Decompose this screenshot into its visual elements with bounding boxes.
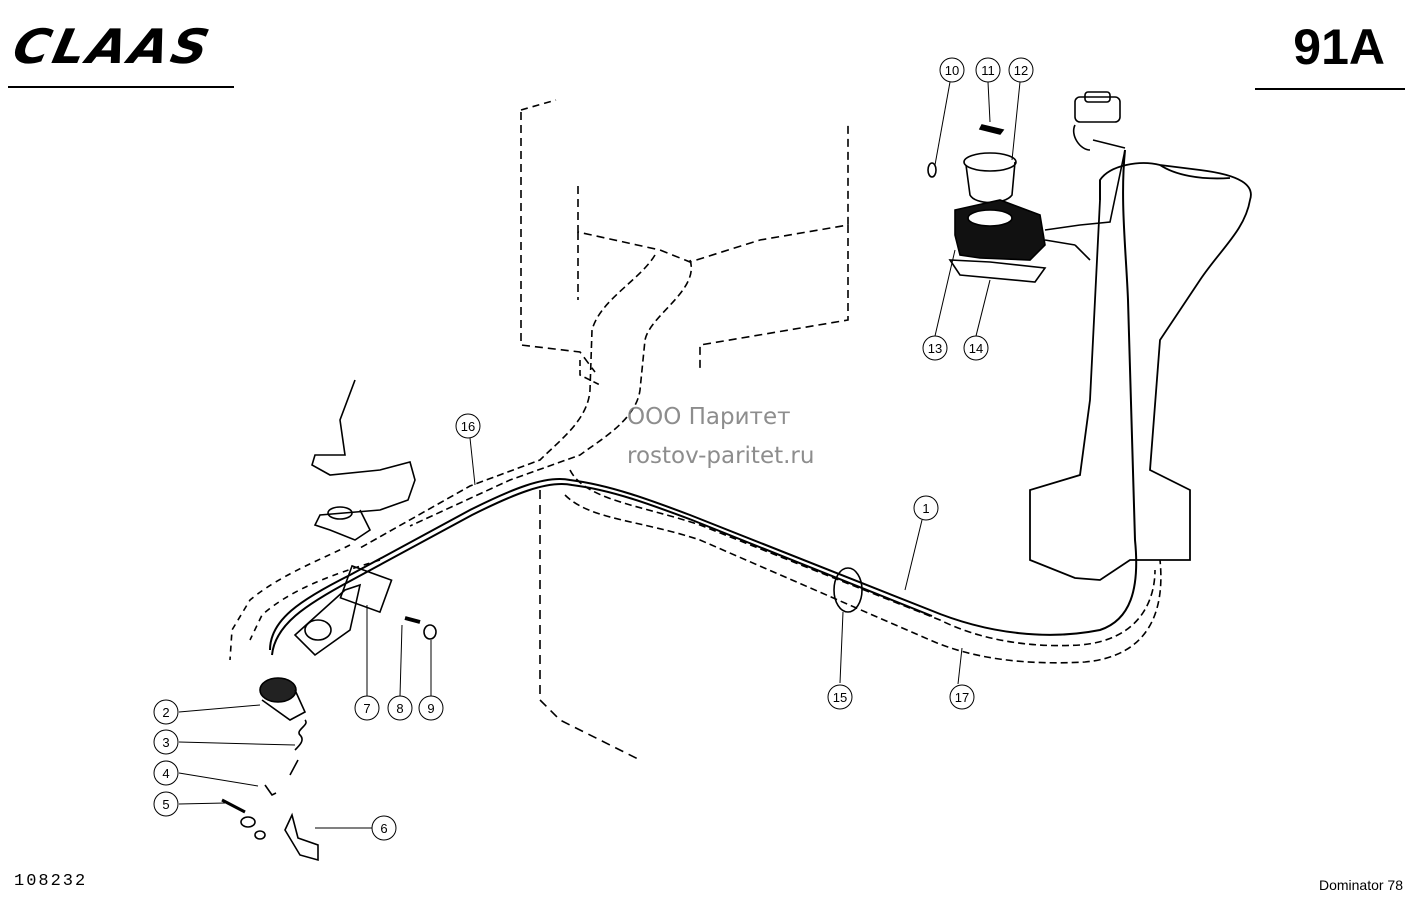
svg-text:9: 9 bbox=[427, 701, 434, 716]
svg-text:11: 11 bbox=[981, 63, 995, 78]
callout-5: 5 bbox=[153, 791, 179, 817]
callout-4: 4 bbox=[153, 760, 179, 786]
callout-7: 7 bbox=[354, 695, 380, 721]
callout-11: 11 bbox=[975, 57, 1001, 83]
callout-1: 1 bbox=[913, 495, 939, 521]
callout-16: 16 bbox=[455, 413, 481, 439]
sender-cable bbox=[269, 149, 1138, 656]
svg-text:17: 17 bbox=[955, 690, 969, 705]
svg-text:14: 14 bbox=[969, 341, 983, 356]
drawing-number: 108232 bbox=[14, 872, 88, 891]
right-frame-outline bbox=[1029, 162, 1252, 581]
svg-text:6: 6 bbox=[380, 821, 387, 836]
svg-text:7: 7 bbox=[363, 701, 370, 716]
svg-text:4: 4 bbox=[162, 766, 169, 781]
fuel-gauge-assembly bbox=[927, 91, 1126, 283]
callout-10: 10 bbox=[939, 57, 965, 83]
svg-text:2: 2 bbox=[162, 705, 169, 720]
svg-text:15: 15 bbox=[833, 690, 847, 705]
callout-15: 15 bbox=[827, 684, 853, 710]
callout-8: 8 bbox=[387, 695, 413, 721]
callout-13: 13 bbox=[922, 335, 948, 361]
callout-2: 2 bbox=[153, 699, 179, 725]
callout-12: 12 bbox=[1008, 57, 1034, 83]
page-code-underline bbox=[1255, 88, 1405, 90]
callout-3: 3 bbox=[153, 729, 179, 755]
watermark-url: rostov-paritet.ru bbox=[627, 443, 815, 469]
svg-text:8: 8 bbox=[396, 701, 403, 716]
sender-unit-parts bbox=[221, 567, 863, 862]
svg-text:1: 1 bbox=[922, 501, 929, 516]
watermark-company: ООО Паритет bbox=[627, 404, 791, 430]
callout-17: 17 bbox=[949, 684, 975, 710]
svg-text:13: 13 bbox=[928, 341, 942, 356]
watermark: ООО Паритет rostov-paritet.ru bbox=[627, 398, 814, 476]
page-code: 91A bbox=[1293, 19, 1385, 75]
svg-text:10: 10 bbox=[945, 63, 959, 78]
mounting-bracket-outline bbox=[293, 379, 416, 657]
callout-9: 9 bbox=[418, 695, 444, 721]
svg-text:3: 3 bbox=[162, 735, 169, 750]
logo-underline bbox=[8, 86, 234, 88]
callout-14: 14 bbox=[963, 335, 989, 361]
svg-text:16: 16 bbox=[461, 419, 475, 434]
svg-text:12: 12 bbox=[1014, 63, 1028, 78]
callout-labels: 1 2 3 4 5 6 7 8 9 10 11 12 13 14 15 16 1… bbox=[153, 57, 1034, 841]
callout-6: 6 bbox=[371, 815, 397, 841]
leader-lines bbox=[178, 81, 1021, 829]
model-name: Dominator 78 bbox=[1318, 877, 1403, 893]
svg-text:5: 5 bbox=[162, 797, 169, 812]
machine-outline-dashed bbox=[229, 99, 1162, 761]
